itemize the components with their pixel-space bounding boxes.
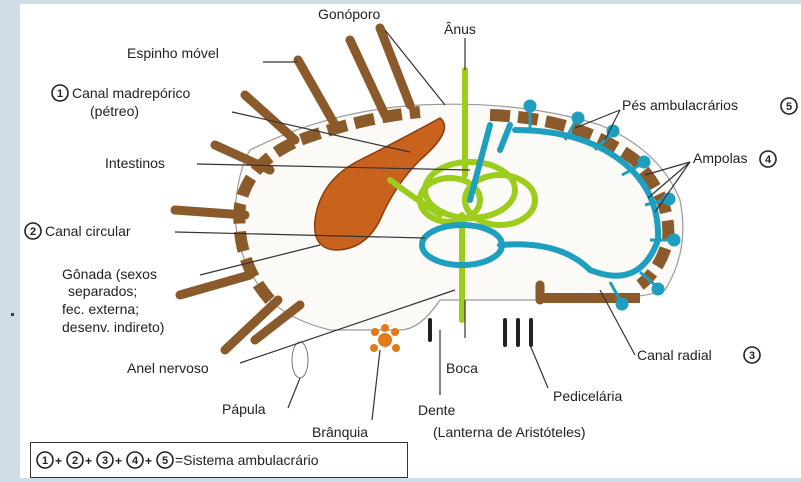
legend-plus: +: [115, 454, 122, 468]
label-gonada-1: Gônada (sexos: [62, 266, 157, 282]
legend-box: 1 + 2 + 3 + 4 + 5 =Sistema ambulacrário: [30, 442, 408, 478]
legend-badge-1: 1: [37, 452, 53, 468]
legend-num-3: 3: [102, 455, 108, 467]
label-canal-madreporico-2: (pétreo): [90, 103, 139, 119]
label-dente-2: (Lanterna de Aristóteles): [433, 424, 586, 440]
label-intestinos: Intestinos: [105, 155, 165, 171]
spine: [350, 40, 385, 115]
label-gonoporo: Gonóporo: [318, 6, 380, 22]
num-5: 5: [786, 101, 792, 113]
label-gonada-3: fec. externa;: [62, 301, 139, 317]
label-anel: Anel nervoso: [127, 360, 209, 376]
spine: [298, 60, 335, 125]
legend-num-5: 5: [162, 455, 168, 467]
label-papula: Pápula: [222, 401, 266, 417]
num-badge-5: 5: [781, 98, 797, 114]
label-ampolas: Ampolas: [693, 150, 747, 166]
label-pedicelaria: Pedicelária: [553, 388, 622, 404]
label-canal-radial: Canal radial: [637, 347, 712, 363]
num-2: 2: [30, 226, 36, 238]
spine: [245, 95, 295, 140]
num-4: 4: [765, 154, 772, 166]
label-espinho: Espinho móvel: [127, 45, 219, 61]
label-gonada-4: desenv. indireto): [62, 319, 164, 335]
label-branquia: Brânquia: [312, 424, 368, 440]
label-canal-madreporico: Canal madrepórico: [72, 85, 190, 101]
label-anus: Ânus: [444, 21, 476, 37]
label-gonada-2: separados;: [68, 283, 137, 299]
num-3: 3: [749, 350, 755, 362]
spine: [380, 28, 410, 105]
gill: [370, 324, 400, 352]
papula: [292, 342, 308, 378]
label-dente-1: Dente: [418, 402, 456, 418]
legend-plus: +: [55, 454, 62, 468]
legend-plus: +: [85, 454, 92, 468]
legend-badge-3: 3: [97, 452, 113, 468]
spine: [180, 275, 250, 295]
pedicellariae: [430, 320, 531, 345]
num-badge-3: 3: [744, 347, 760, 363]
num-1: 1: [57, 88, 63, 100]
num-badge-4: 4: [760, 151, 776, 167]
legend-badge-5: 5: [157, 452, 173, 468]
legend-badge-4: 4: [127, 452, 143, 468]
legend-badge-2: 2: [67, 452, 83, 468]
legend-plus: +: [145, 454, 152, 468]
num-badge-1: 1: [52, 85, 68, 101]
spine: [175, 210, 245, 215]
label-pes: Pés ambulacrários: [622, 97, 738, 113]
legend-num-4: 4: [132, 455, 139, 467]
legend-num-2: 2: [72, 455, 78, 467]
label-boca: Boca: [446, 360, 478, 376]
label-canal-circular: Canal circular: [45, 223, 131, 239]
legend-num-1: 1: [42, 455, 48, 467]
legend: 1 + 2 + 3 + 4 + 5 =Sistema ambulacrário: [31, 443, 407, 477]
num-badge-2: 2: [25, 223, 41, 239]
legend-text: =Sistema ambulacrário: [175, 452, 319, 468]
